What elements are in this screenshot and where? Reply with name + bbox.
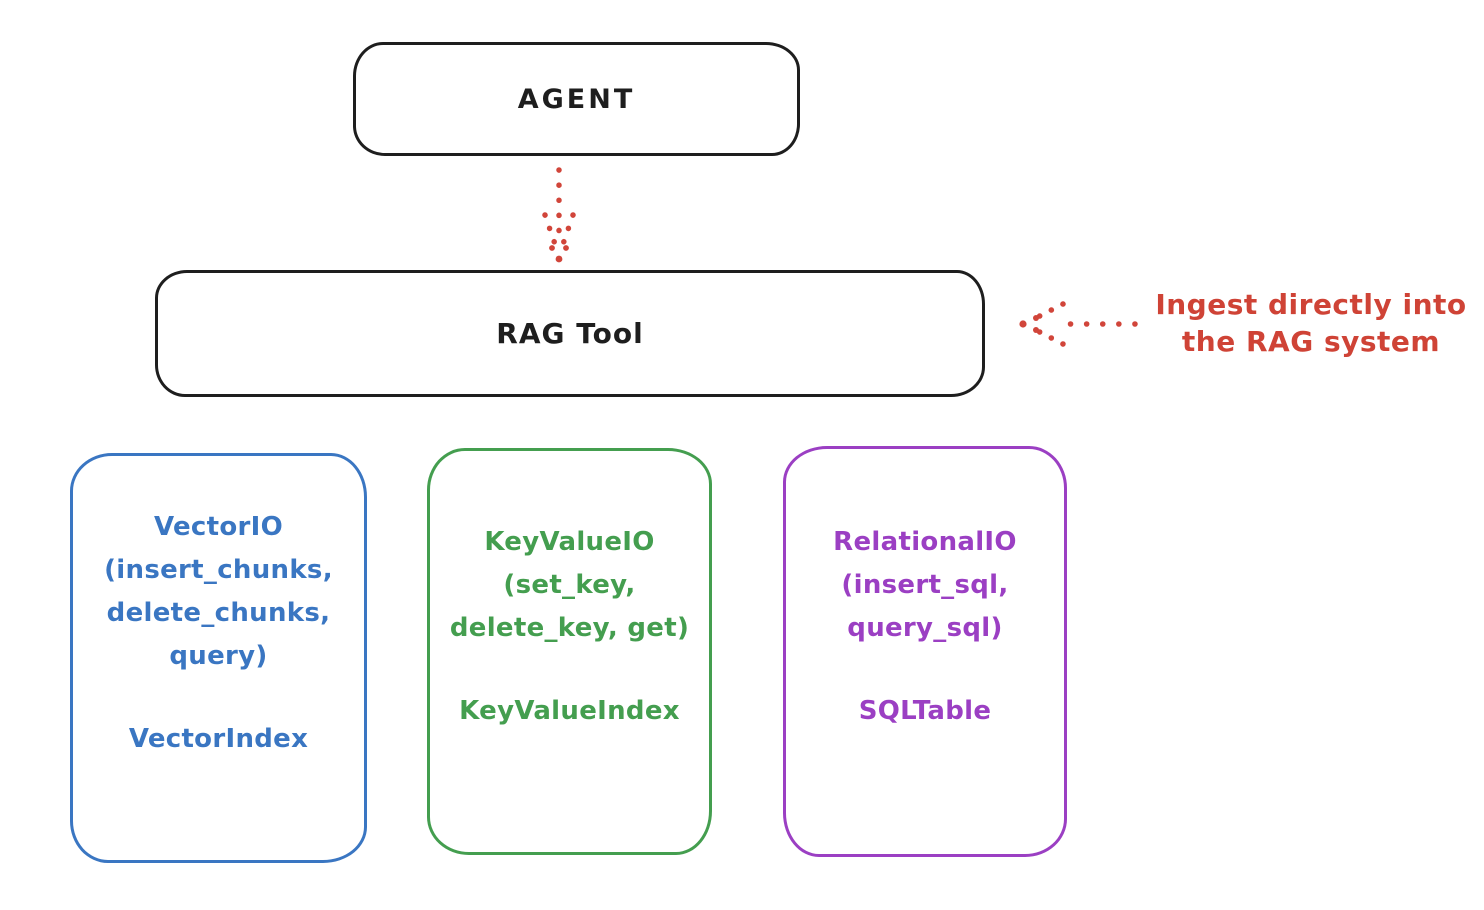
vector-io-node: VectorIO (insert_chunks, delete_chunks, … (70, 453, 367, 863)
annotation-to-rag-arrow-icon (1019, 301, 1138, 347)
vector-io-methods-line1: (insert_chunks, (104, 554, 333, 585)
relational-io-node: RelationalIO (insert_sql, query_sql) SQL… (783, 446, 1067, 857)
vector-index-label: VectorIndex (128, 723, 309, 754)
vector-io-methods-line3: query) (169, 640, 268, 671)
keyvalue-io-node: KeyValueIO (set_key, delete_key, get) Ke… (427, 448, 712, 855)
vector-io-methods-line2: delete_chunks, (106, 597, 331, 628)
ingest-annotation: Ingest directly into the RAG system (1138, 286, 1484, 360)
agent-label: AGENT (517, 83, 636, 115)
keyvalue-io-title: KeyValueIO (484, 526, 655, 557)
sql-table-label: SQLTable (858, 695, 992, 726)
relational-io-title: RelationalIO (833, 526, 1017, 557)
agent-node: AGENT (353, 42, 800, 156)
relational-io-methods-line2: query_sql) (847, 612, 1003, 643)
vector-io-title: VectorIO (153, 511, 284, 542)
keyvalue-io-methods-line1: (set_key, (503, 569, 636, 600)
rag-tool-label: RAG Tool (496, 317, 644, 350)
ingest-annotation-line1: Ingest directly into (1155, 288, 1467, 321)
keyvalue-io-methods-line2: delete_key, get) (449, 612, 690, 643)
ingest-annotation-line2: the RAG system (1181, 325, 1441, 358)
keyvalue-index-label: KeyValueIndex (459, 695, 680, 726)
relational-io-methods-line1: (insert_sql, (841, 569, 1009, 600)
rag-tool-node: RAG Tool (155, 270, 985, 397)
agent-to-rag-arrow-icon (542, 167, 576, 263)
